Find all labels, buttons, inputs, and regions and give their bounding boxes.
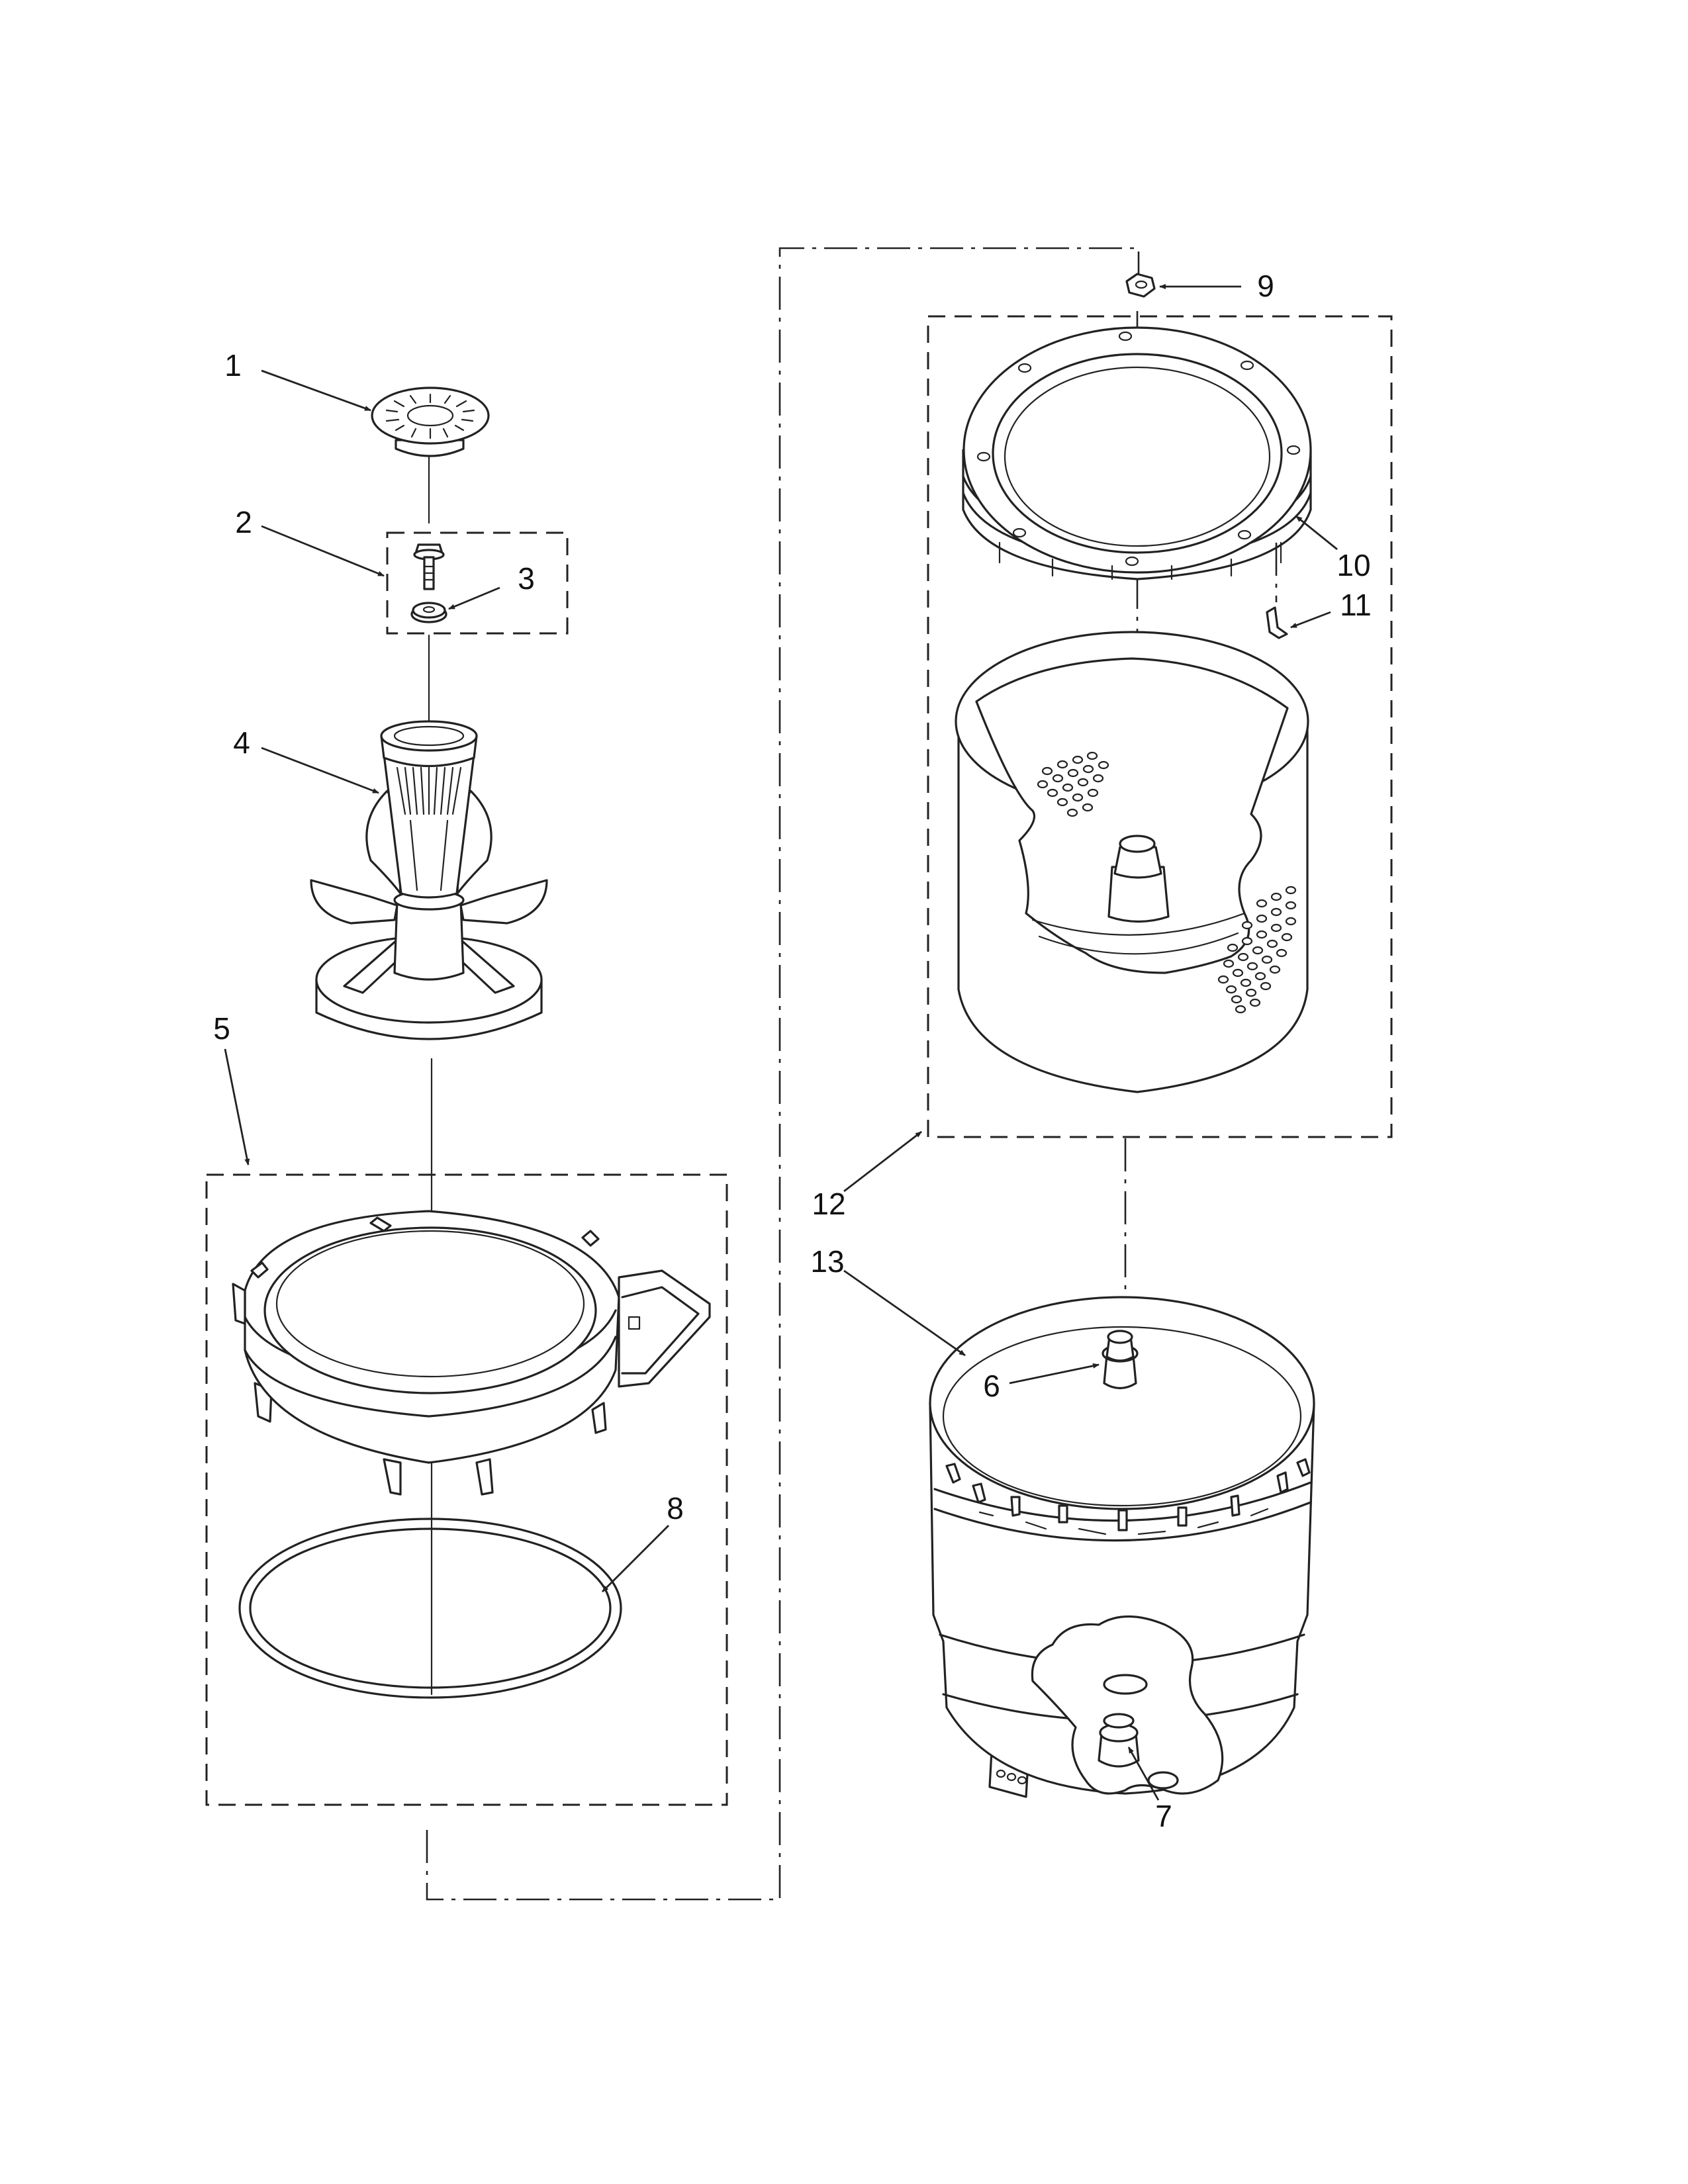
- leader-12: [843, 1130, 922, 1193]
- leader-7: [1127, 1747, 1160, 1801]
- callout-6: 6: [983, 1369, 1000, 1403]
- callout-10: 10: [1336, 548, 1370, 582]
- part-7-seal: [1098, 1713, 1140, 1768]
- callout-5: 5: [213, 1011, 230, 1046]
- leader-6: [1009, 1363, 1100, 1385]
- callout-2: 2: [235, 505, 252, 539]
- leader-10: [1295, 515, 1338, 551]
- part-12-kit-box: [927, 315, 1393, 1138]
- part-2-kit-box: [386, 531, 569, 635]
- callout-12: 12: [812, 1187, 845, 1221]
- part-4-agitator: [310, 720, 548, 1040]
- callout-1: 1: [224, 348, 242, 383]
- leader-3: [448, 586, 500, 610]
- callout-3: 3: [518, 561, 535, 596]
- callout-11: 11: [1340, 588, 1372, 622]
- leader-8: [602, 1525, 669, 1592]
- part-6-bearing: [1102, 1330, 1139, 1390]
- part-9-nut: [1125, 273, 1156, 298]
- leader-5: [224, 1048, 250, 1165]
- leader-13: [843, 1269, 966, 1357]
- leader-2: [261, 525, 385, 577]
- part-5-kit-box: [205, 1173, 728, 1806]
- leader-11: [1290, 611, 1331, 629]
- part-3-washer: [410, 602, 447, 623]
- part-13-outer-tub: [929, 1296, 1315, 1798]
- spin-basket: [955, 631, 1309, 1093]
- callout-9: 9: [1257, 269, 1274, 303]
- connector-chain-line: [426, 247, 1140, 1901]
- part-11-clip: [1266, 543, 1288, 639]
- part-10-balance-ring: [962, 326, 1312, 580]
- part-2-bolt: [413, 543, 445, 590]
- callout-4: 4: [233, 725, 250, 760]
- part-1-cap: [371, 387, 490, 457]
- callout-13: 13: [810, 1244, 844, 1279]
- leader-4: [261, 747, 379, 794]
- tub-ring: [232, 1210, 711, 1496]
- callout-7: 7: [1155, 1799, 1172, 1833]
- part-8-seal: [238, 1518, 622, 1699]
- leader-1: [261, 369, 371, 412]
- callout-8: 8: [667, 1491, 684, 1525]
